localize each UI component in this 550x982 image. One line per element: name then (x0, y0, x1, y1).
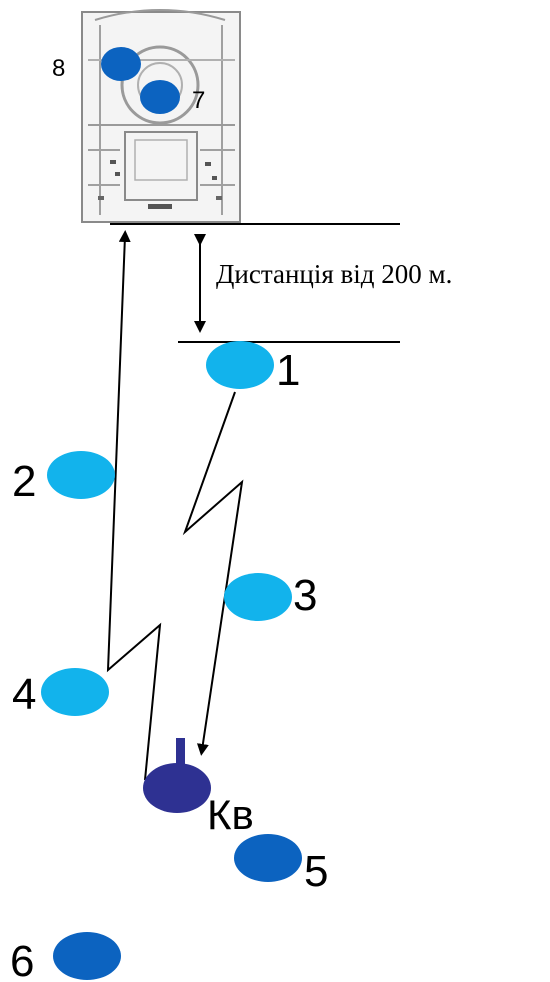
point-1-marker (206, 341, 274, 389)
point-3-marker (224, 573, 292, 621)
point-4-marker (41, 668, 109, 716)
route-1-to-command-post (182, 391, 244, 756)
point-8-label: 8 (52, 55, 65, 82)
point-2-marker (47, 451, 115, 499)
point-5-label: 5 (304, 847, 328, 896)
point-6-label: 6 (10, 937, 34, 982)
point-2-label: 2 (12, 457, 36, 506)
command-post-icon (143, 738, 211, 813)
distance-label: Дистанція від 200 м. (216, 259, 452, 289)
route-command-post-to-building (106, 230, 162, 781)
point-6-marker (53, 932, 121, 980)
point-7-label: 7 (192, 87, 205, 114)
building-plan-icon (81, 9, 241, 223)
point-8-marker (101, 47, 141, 81)
point-1-label: 1 (276, 346, 300, 395)
point-4-label: 4 (12, 670, 36, 719)
command-post-label: Кв (207, 791, 254, 838)
point-7-marker (140, 80, 180, 114)
point-3-label: 3 (293, 571, 317, 620)
point-5-marker (234, 834, 302, 882)
